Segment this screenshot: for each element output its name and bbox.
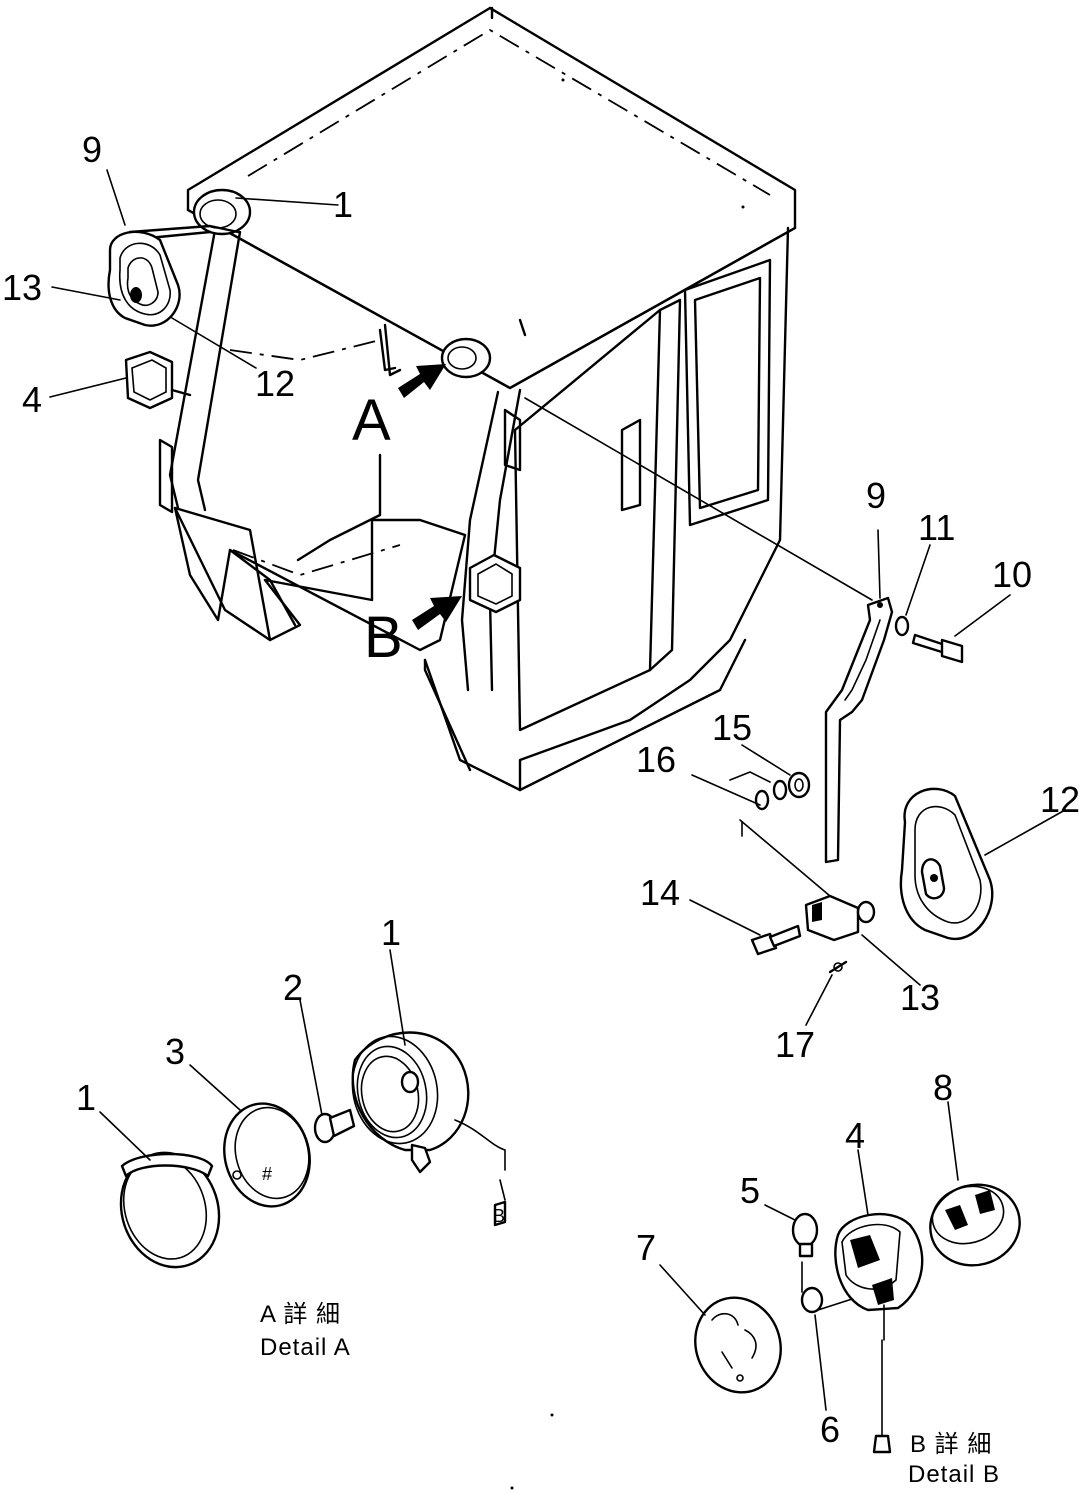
callout-1-detail-a-rim: 1 — [76, 1077, 96, 1118]
callout-14-bolt: 14 — [640, 872, 680, 913]
mirror-bolt-10 — [911, 633, 964, 664]
detail-a-connector-mark: B — [493, 1206, 505, 1226]
detail-a-lamp-lens: # — [223, 1102, 311, 1208]
cab-right-side-panel — [518, 226, 790, 792]
cab-marker-lamp-left — [124, 350, 192, 410]
detail-b-lens-7 — [694, 1296, 782, 1394]
cab-left-front-pillar — [168, 228, 242, 512]
callout-13-clamp: 13 — [900, 977, 940, 1018]
detail-b-caption-en: Detail B — [908, 1461, 1000, 1488]
callout-4-left-lamp: 4 — [22, 379, 42, 420]
callout-15-nut: 15 — [712, 707, 752, 748]
cab-left-lower-frame — [173, 506, 467, 652]
callout-1-detail-a-housing: 1 — [381, 912, 401, 953]
callout-2-detail-a-bulb: 2 — [283, 967, 303, 1008]
detail-b-lamp-housing-4 — [834, 1212, 924, 1454]
callout-17-pin: 17 — [775, 1024, 815, 1065]
cab-roof — [186, 6, 797, 390]
view-arrow-b — [412, 596, 462, 630]
mirror-washer-11 — [894, 615, 910, 637]
mirror-nut-15 — [787, 771, 811, 799]
view-marker-b: B — [364, 605, 403, 670]
right-mirror-head — [899, 787, 994, 941]
detail-a-caption-jp: A 詳 細 — [260, 1301, 341, 1328]
callout-1-roof-lamp: 1 — [333, 184, 353, 225]
callout-16-washer: 16 — [636, 739, 676, 780]
callout-8-detail-b-rim: 8 — [933, 1067, 953, 1108]
detail-b-bulb-6 — [800, 1286, 824, 1314]
callout-7-detail-b-lens: 7 — [636, 1227, 656, 1268]
detail-a-lamp-rim — [119, 1151, 221, 1269]
callout-9-left-stay: 9 — [82, 129, 102, 170]
callout-12-left-mirror: 12 — [255, 363, 295, 404]
callout-11-washer: 11 — [918, 507, 955, 548]
detail-b-caption-jp: B 詳 細 — [910, 1431, 992, 1458]
right-mirror-stay — [824, 596, 894, 864]
mirror-mount-leader — [524, 397, 873, 601]
callout-10-bolt: 10 — [992, 554, 1032, 595]
roof-work-lamp-left — [192, 188, 339, 236]
detail-a-lamp-housing: B — [351, 1031, 507, 1227]
view-arrow-a — [398, 364, 446, 398]
cab-rear-window — [683, 258, 772, 527]
detail-b-bulb-5 — [791, 1212, 819, 1258]
cab-roof-front-edge — [186, 208, 797, 390]
mirror-clamp-13 — [804, 894, 876, 942]
detail-a-lens-mark: # — [262, 1164, 272, 1184]
callout-12-right-mirror: 12 — [1040, 779, 1080, 820]
mirror-pin-17 — [828, 960, 848, 974]
detail-a-bulb — [313, 1108, 356, 1144]
callout-13-left-clamp: 13 — [2, 267, 42, 308]
mirror-bolt-14 — [750, 924, 802, 956]
callout-9-right-stay: 9 — [866, 475, 886, 516]
roof-work-lamp-right — [440, 337, 492, 379]
callout-6-detail-b-bulb: 6 — [820, 1409, 840, 1450]
detail-b-rim-8 — [929, 1183, 1021, 1267]
cab-roof-dashed-edge — [247, 28, 771, 196]
left-mirror-assembly — [107, 224, 240, 327]
cab-right-front-pillar — [460, 388, 522, 692]
callout-5-detail-b-bulb: 5 — [740, 1170, 760, 1211]
cab-door-handle — [620, 418, 642, 512]
cab-marker-lamp-right — [468, 553, 522, 614]
view-marker-a: A — [352, 388, 391, 453]
operator-cab — [158, 6, 797, 792]
callout-3-detail-a-lens: 3 — [165, 1031, 185, 1072]
detail-a-caption-en: Detail A — [260, 1334, 351, 1361]
callout-4-detail-b-housing: 4 — [845, 1115, 865, 1156]
